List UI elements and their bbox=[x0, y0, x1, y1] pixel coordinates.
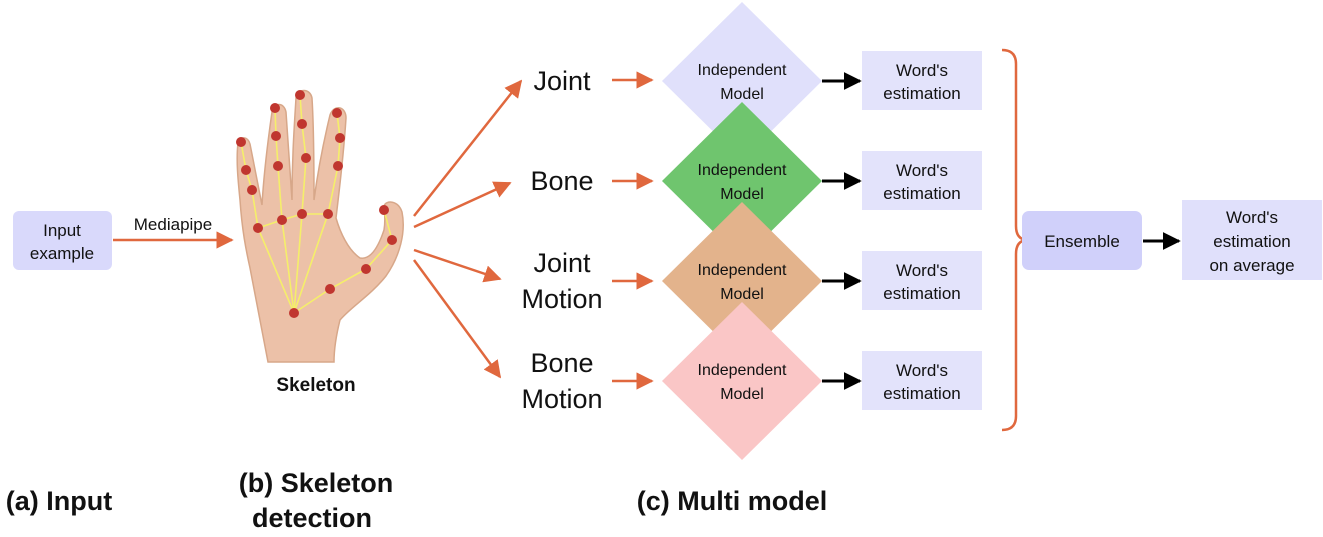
model-2-line1: Independent bbox=[698, 162, 788, 179]
estimation-box-3: Word's estimation bbox=[862, 251, 982, 310]
final-estimation-line3: on average bbox=[1209, 256, 1294, 275]
model-input-arrows bbox=[612, 71, 654, 390]
caption-c: (c) Multi model bbox=[637, 486, 828, 516]
model-4-line2: Model bbox=[720, 386, 764, 403]
estimation-box-4: Word's estimation bbox=[862, 351, 982, 410]
caption-a: (a) Input bbox=[6, 486, 112, 516]
stream-arrows bbox=[412, 79, 523, 379]
final-estimation-line2: estimation bbox=[1213, 232, 1290, 251]
mediapipe-label: Mediapipe bbox=[134, 215, 212, 234]
estimation-3-line1: Word's bbox=[896, 261, 948, 280]
stream-label-bone: Bone bbox=[530, 166, 593, 196]
arrow-to-joint bbox=[413, 79, 523, 217]
model-3-line2: Model bbox=[720, 286, 764, 303]
estimation-1-line1: Word's bbox=[896, 61, 948, 80]
input-label-line1: Input bbox=[43, 221, 81, 240]
model-diamond-1: Independent Model bbox=[662, 2, 822, 160]
caption-b-line1: (b) Skeleton bbox=[239, 468, 394, 498]
final-estimation-box: Word's estimation on average bbox=[1182, 200, 1322, 280]
skeleton-label: Skeleton bbox=[276, 375, 355, 396]
stream-label-bone-motion-line2: Motion bbox=[521, 384, 602, 414]
model-1-line1: Independent bbox=[698, 62, 788, 79]
model-diamond-4: Independent Model bbox=[662, 302, 822, 460]
stream-label-bone-motion-line1: Bone bbox=[530, 348, 593, 378]
estimation-2-line1: Word's bbox=[896, 161, 948, 180]
arrow-to-bone bbox=[413, 181, 512, 229]
model-2-line2: Model bbox=[720, 186, 764, 203]
stream-label-joint-motion-line2: Motion bbox=[521, 284, 602, 314]
estimation-1-line2: estimation bbox=[883, 84, 960, 103]
estimation-4-line2: estimation bbox=[883, 384, 960, 403]
arrow-to-joint-motion bbox=[413, 248, 502, 283]
model-1-line2: Model bbox=[720, 86, 764, 103]
stream-label-joint: Joint bbox=[533, 66, 591, 96]
final-estimation-line1: Word's bbox=[1226, 208, 1278, 227]
model-diamond-3: Independent Model bbox=[662, 202, 822, 360]
stream-label-joint-motion-line1: Joint bbox=[533, 248, 591, 278]
model-diamond-2: Independent Model bbox=[662, 102, 822, 260]
ensemble-label: Ensemble bbox=[1044, 232, 1120, 251]
input-label-line2: example bbox=[30, 244, 94, 263]
estimation-box-1: Word's estimation bbox=[862, 51, 982, 110]
model-3-line1: Independent bbox=[698, 262, 788, 279]
estimation-3-line2: estimation bbox=[883, 284, 960, 303]
model-4-line1: Independent bbox=[698, 362, 788, 379]
skeleton-joints bbox=[236, 90, 397, 318]
estimation-arrows bbox=[822, 72, 862, 390]
ensemble-box: Ensemble bbox=[1022, 211, 1142, 270]
arrow-to-bone-motion bbox=[412, 259, 502, 379]
estimation-box-2: Word's estimation bbox=[862, 151, 982, 210]
estimation-4-line1: Word's bbox=[896, 361, 948, 380]
input-example-box: Input example bbox=[13, 211, 112, 270]
hand-shape bbox=[236, 89, 404, 363]
hand-skeleton-image bbox=[236, 89, 404, 363]
caption-b-line2: detection bbox=[252, 503, 372, 533]
estimation-2-line2: estimation bbox=[883, 184, 960, 203]
